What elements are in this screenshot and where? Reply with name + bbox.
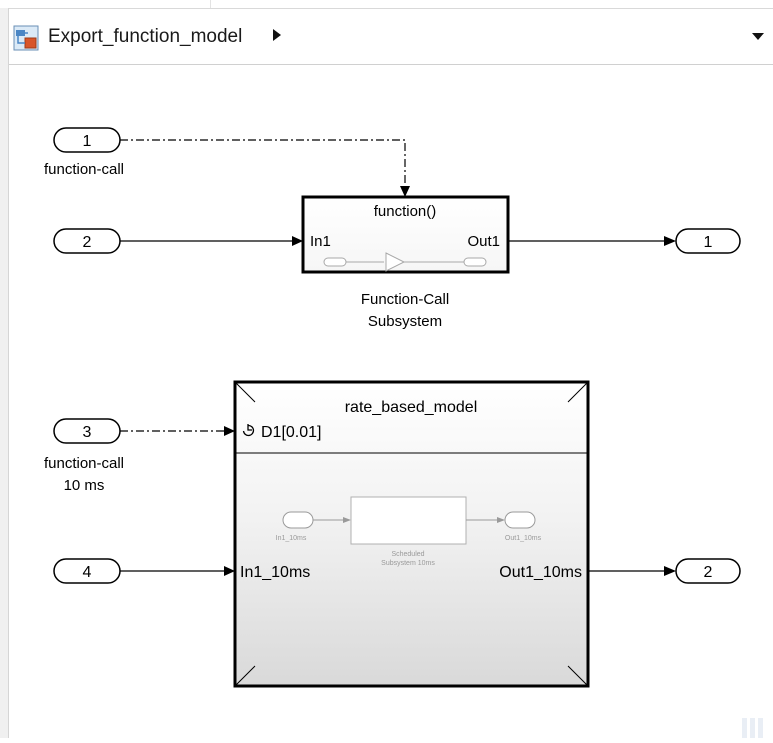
thumb-sub-label-line2: Subsystem 10ms (381, 560, 435, 567)
outport-1[interactable]: 1 (675, 228, 741, 254)
signal-line-in2-to-in1[interactable] (120, 236, 303, 246)
inport-1-number: 1 (83, 133, 92, 150)
clock-icon (242, 424, 255, 437)
inport-1-label: function-call (44, 161, 124, 178)
thumb-out-label: Out1_10ms (505, 535, 542, 542)
chevron-right-icon[interactable] (272, 28, 282, 42)
breadcrumb-model-name[interactable]: Export_function_model (48, 26, 243, 47)
model-ref-thumbnail: In1_10ms Out1_10ms Scheduled Subsystem 1… (276, 496, 542, 567)
signal-line-out2[interactable] (588, 566, 676, 576)
function-call-subsystem[interactable]: function() In1 Out1 (301, 195, 510, 274)
outport-2-number: 2 (704, 564, 713, 581)
inport-1[interactable]: 1 (53, 127, 121, 153)
fc-subsystem-name-line2: Subsystem (368, 313, 442, 330)
inport-3-label-line2: 10 ms (64, 477, 105, 494)
model-ref-in-port: In1_10ms (240, 564, 310, 581)
top-strip (0, 0, 773, 8)
inport-3-number: 3 (83, 424, 92, 441)
model-ref-clock-port: D1[0.01] (261, 424, 321, 441)
outport-1-number: 1 (704, 234, 713, 251)
top-divider (210, 0, 211, 8)
thumb-sub-label: Scheduled (391, 551, 424, 558)
model-reference-block[interactable]: rate_based_model D1[0.01] In1_10ms Out1_… (233, 380, 590, 688)
fc-out-port: Out1 (467, 233, 500, 250)
left-frame (0, 8, 9, 738)
model-ref-title: rate_based_model (345, 399, 478, 416)
fc-in-port: In1 (310, 233, 331, 250)
block-diagram: 1 function-call 2 3 function-call 10 ms … (44, 127, 741, 688)
inport-4[interactable]: 4 (53, 558, 121, 584)
model-icon[interactable] (13, 25, 39, 51)
inport-2[interactable]: 2 (53, 228, 121, 254)
thumb-in-label: In1_10ms (276, 535, 307, 542)
model-ref-out-port: Out1_10ms (499, 564, 582, 581)
inport-2-number: 2 (83, 234, 92, 251)
chevron-down-icon[interactable] (751, 32, 765, 41)
signal-line-fc-trigger[interactable] (120, 139, 410, 197)
signal-line-in4[interactable] (120, 566, 235, 576)
resize-grip-icon[interactable] (740, 716, 770, 738)
signal-line-out1[interactable] (508, 236, 676, 246)
inport-3-label: function-call (44, 455, 124, 472)
outport-2[interactable]: 2 (675, 558, 741, 584)
inport-4-number: 4 (83, 564, 92, 581)
fc-trigger-label: function() (374, 203, 437, 220)
signal-line-clock[interactable] (120, 426, 235, 436)
fc-thumbnail (323, 252, 487, 272)
diagram-canvas[interactable]: 1 function-call 2 3 function-call 10 ms … (9, 65, 773, 738)
fc-subsystem-name: Function-Call (361, 291, 449, 308)
breadcrumb: Export_function_model (9, 8, 773, 65)
inport-3[interactable]: 3 (53, 418, 121, 444)
